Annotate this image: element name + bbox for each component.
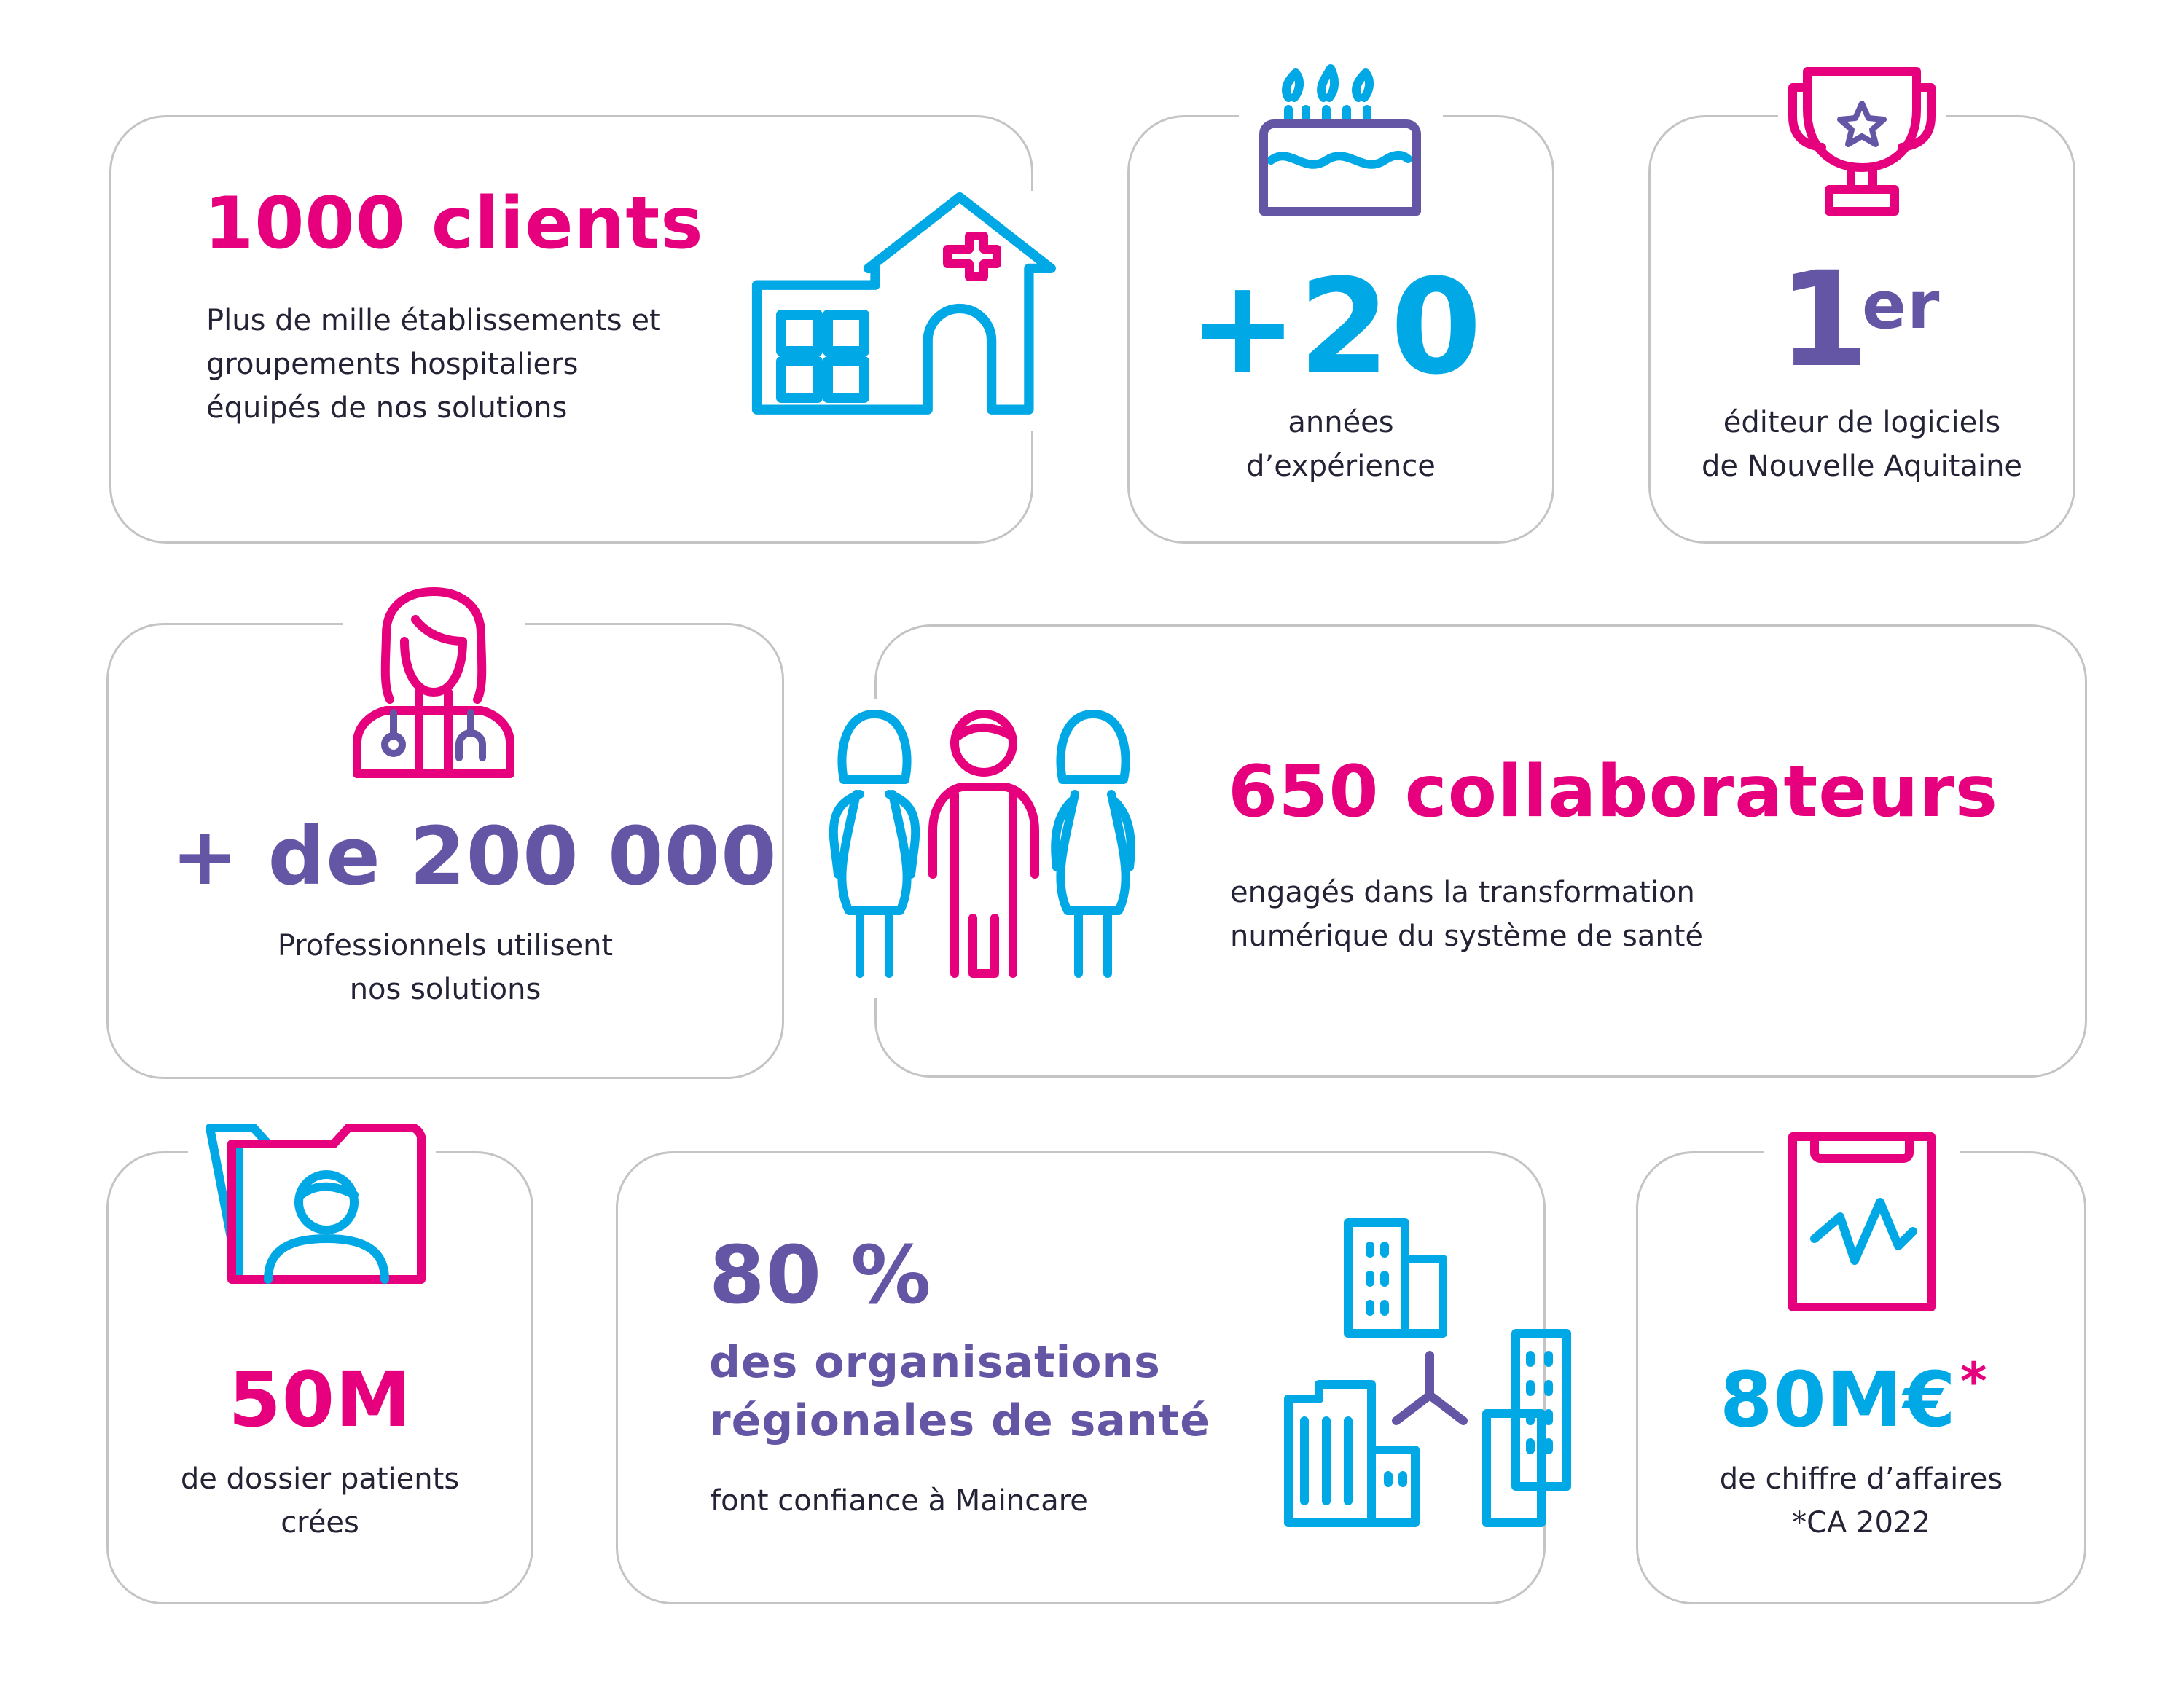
- organisations-subtitle-1: des organisations: [709, 1337, 1161, 1388]
- revenue-desc-1: de chiffre d’affaires: [1719, 1462, 2003, 1496]
- clients-value: 1000 clients: [204, 182, 704, 265]
- experience-desc-1: années: [1288, 406, 1394, 439]
- revenue-value: 80M€: [1720, 1355, 1957, 1444]
- birthday-cake-icon: [1239, 58, 1443, 219]
- clients-desc-2: groupements hospitaliers: [206, 348, 579, 381]
- revenue-star: *: [1960, 1352, 1988, 1411]
- connected-buildings-icon: [1275, 1209, 1581, 1530]
- patient-file-icon: [188, 1115, 436, 1297]
- organisations-desc: font confiance à Maincare: [711, 1484, 1088, 1518]
- medical-chart-icon: [1764, 1115, 1960, 1319]
- trophy-icon: [1778, 58, 1946, 219]
- organisations-subtitle-2: régionales de santé: [709, 1395, 1210, 1446]
- people-group-icon: [816, 699, 1151, 998]
- ranking-value: 1: [1778, 244, 1871, 396]
- professionals-desc-1: Professionnels utilisent: [277, 929, 614, 962]
- collaborators-value: 650 collaborateurs: [1228, 750, 1999, 834]
- professionals-desc-2: nos solutions: [349, 973, 541, 1006]
- hospital-icon: [751, 191, 1057, 431]
- ranking-desc-2: de Nouvelle Aquitaine: [1701, 450, 2023, 483]
- clients-desc-3: équipés de nos solutions: [206, 391, 568, 425]
- experience-desc-2: d’expérience: [1246, 450, 1436, 483]
- organisations-value: 80 %: [709, 1228, 932, 1322]
- experience-value: +20: [1188, 251, 1483, 404]
- patients-desc-2: crées: [281, 1506, 359, 1540]
- patients-desc-1: de dossier patients: [180, 1462, 460, 1496]
- ranking-desc-1: éditeur de logiciels: [1723, 406, 2001, 439]
- revenue-desc-2: *CA 2022: [1792, 1506, 1930, 1540]
- collaborators-desc-2: numérique du système de santé: [1230, 920, 1704, 953]
- doctor-icon: [343, 583, 525, 787]
- clients-desc-1: Plus de mille établissements et: [206, 304, 661, 337]
- patients-value: 50M: [228, 1355, 412, 1444]
- collaborators-desc-1: engagés dans la transformation: [1230, 876, 1695, 909]
- professionals-value: + de 200 000: [171, 809, 778, 903]
- ranking-sup: er: [1862, 267, 1941, 344]
